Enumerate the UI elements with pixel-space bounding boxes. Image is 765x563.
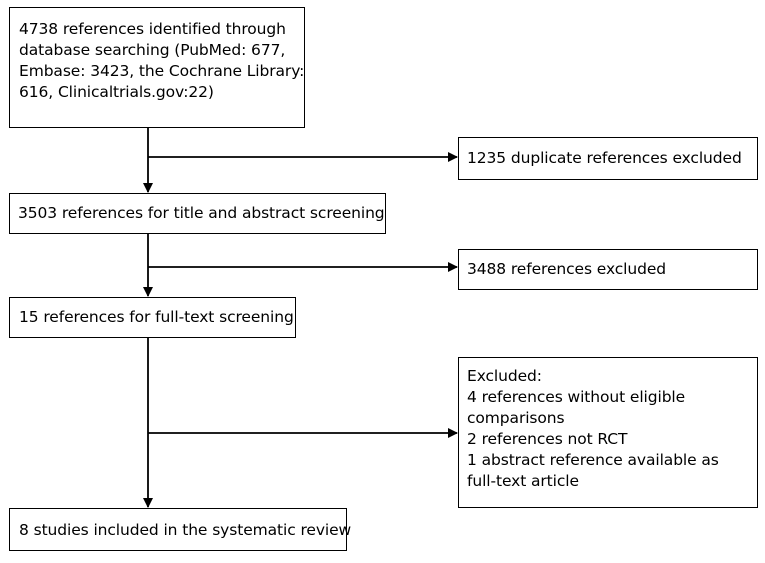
fulltext-excluded-line-5: 1 abstract reference available as	[467, 451, 719, 469]
screening-excluded-text: 3488 references excluded	[467, 260, 667, 278]
studies-included-box: 8 studies included in the systematic rev…	[9, 508, 352, 551]
fulltext-excluded-line-1: Excluded:	[467, 367, 542, 385]
identified-line-4: 616, Clinicaltrials.gov:22)	[19, 83, 214, 101]
fulltext-excluded-line-3: comparisons	[467, 409, 565, 427]
identified-line-2: database searching (PubMed: 677,	[19, 41, 286, 59]
duplicates-excluded-text: 1235 duplicate references excluded	[467, 149, 742, 167]
screening-excluded-box: 3488 references excluded	[458, 249, 758, 290]
fulltext-screening-text: 15 references for full-text screening	[19, 308, 294, 326]
duplicates-excluded-box: 1235 duplicate references excluded	[458, 137, 758, 180]
identified-line-3: Embase: 3423, the Cochrane Library:	[19, 62, 305, 80]
identified-references-box: 4738 references identified through datab…	[9, 7, 305, 128]
fulltext-screening-box: 15 references for full-text screening	[9, 297, 296, 338]
fulltext-excluded-line-4: 2 references not RCT	[467, 430, 628, 448]
title-abstract-screening-text: 3503 references for title and abstract s…	[18, 204, 385, 222]
identified-line-1: 4738 references identified through	[19, 20, 286, 38]
fulltext-excluded-box: Excluded: 4 references without eligible …	[458, 357, 758, 508]
fulltext-excluded-line-6: full-text article	[467, 472, 579, 490]
title-abstract-screening-box: 3503 references for title and abstract s…	[9, 193, 386, 234]
studies-included-text: 8 studies included in the systematic rev…	[19, 521, 352, 539]
fulltext-excluded-line-2: 4 references without eligible	[467, 388, 686, 406]
